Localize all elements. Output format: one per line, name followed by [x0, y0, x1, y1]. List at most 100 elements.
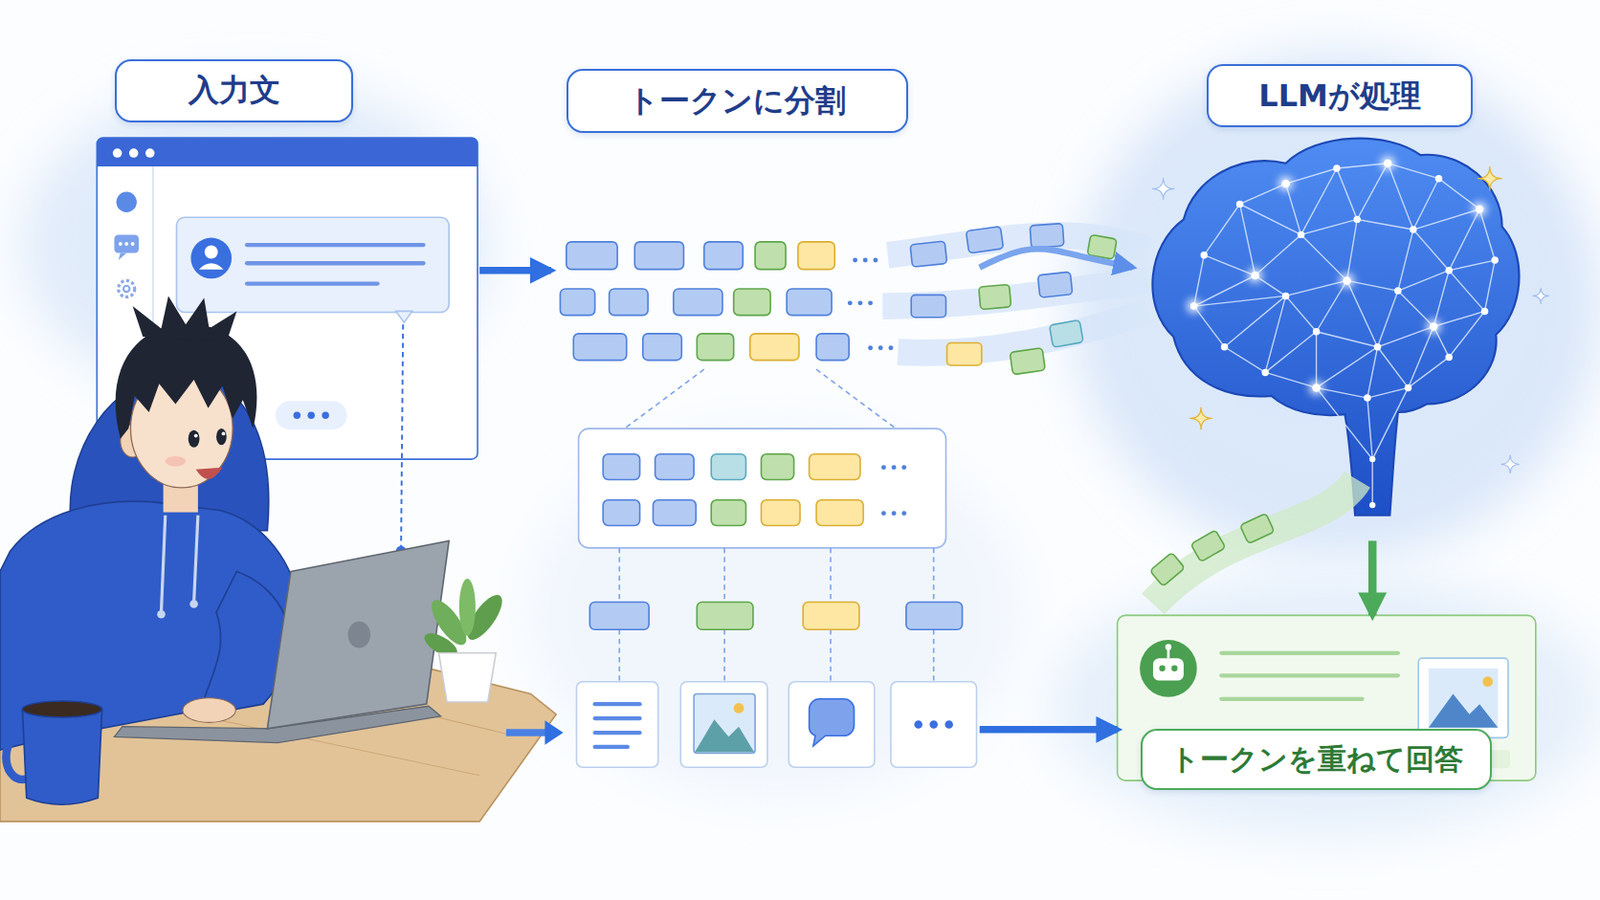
- token-stream: [1009, 348, 1045, 376]
- token-group: [578, 428, 963, 683]
- brain-network: [1435, 175, 1443, 182]
- token-group: [802, 601, 860, 630]
- token-group: [933, 548, 935, 603]
- browser-window: [307, 411, 314, 419]
- token-chip: [888, 345, 893, 351]
- token-chip: [816, 333, 849, 361]
- token-chip: [704, 242, 744, 270]
- brain-network: [1342, 276, 1352, 286]
- brain-network: [1190, 158, 1499, 509]
- browser-window: [246, 243, 423, 247]
- coffee-mug: [22, 709, 102, 805]
- answer-window: [1167, 649, 1171, 660]
- answer-window: [1221, 651, 1398, 656]
- pointer-arrow: [544, 720, 563, 746]
- browser-window: [321, 411, 329, 419]
- connector-bracket: [624, 369, 897, 429]
- brain-network: [1444, 354, 1452, 361]
- media-icon: [944, 720, 954, 730]
- media-icon: [788, 682, 875, 769]
- answer-window: [1428, 693, 1499, 728]
- answer-window: [1221, 673, 1398, 678]
- brain-network: [1262, 369, 1269, 377]
- token-group: [760, 454, 794, 481]
- brain-network: [1281, 179, 1290, 189]
- browser-window: [123, 286, 130, 292]
- token-chip: [696, 333, 734, 361]
- token-chip: [857, 300, 863, 306]
- potted-plant: [459, 578, 476, 637]
- token-group: [655, 454, 695, 481]
- token-stream: [1087, 234, 1117, 260]
- answer-window: [1221, 653, 1398, 700]
- token-group: [723, 629, 726, 682]
- output-stream: [1240, 513, 1275, 545]
- media-icon: [576, 682, 977, 769]
- brain-network: [1186, 155, 1488, 396]
- token-stream: [1029, 223, 1065, 249]
- brain-network: [1221, 343, 1228, 351]
- brain-network: [1369, 502, 1376, 509]
- flow-arrow: [1368, 540, 1378, 616]
- person: [222, 432, 226, 437]
- token-group: [711, 500, 746, 527]
- media-icon: [929, 720, 938, 730]
- media-icon: [595, 716, 641, 721]
- browser-window: [118, 242, 123, 246]
- laptop: [113, 540, 449, 743]
- browser-window: [246, 261, 423, 266]
- browser-window: [116, 192, 137, 213]
- brain-network: [1429, 322, 1439, 332]
- heading-label: トークンを重ねて回答: [1140, 729, 1492, 791]
- heading-label: トークンに分割: [566, 68, 909, 133]
- token-chip: [559, 288, 595, 316]
- brain-network: [1472, 201, 1488, 217]
- token-group: [589, 601, 649, 630]
- brain-network: [1278, 177, 1293, 192]
- browser-window: [190, 238, 232, 280]
- browser-window: [275, 400, 348, 430]
- media-icon: [595, 704, 641, 748]
- media-icon: [733, 703, 745, 714]
- potted-plant: [439, 653, 497, 703]
- brain-network: [1111, 91, 1552, 516]
- token-group: [618, 629, 621, 682]
- token-group: [933, 629, 935, 682]
- token-group: [760, 500, 800, 527]
- person: [216, 428, 227, 445]
- diagram-node: トークンを重ねて回答: [1117, 615, 1536, 781]
- token-chip: [559, 242, 893, 361]
- token-chip: [786, 288, 832, 316]
- brain-network: [1475, 204, 1485, 214]
- browser-window: [112, 148, 123, 158]
- brain-network: [1250, 271, 1260, 281]
- pointer-arrow: [506, 729, 548, 736]
- connector-bracket: [816, 369, 896, 429]
- token-stream: [965, 226, 1003, 254]
- person: [156, 610, 166, 620]
- person: [189, 600, 199, 609]
- token-chip: [847, 300, 853, 306]
- brain-network: [1394, 287, 1401, 294]
- brain-network: [1481, 308, 1489, 315]
- answer-window: [1165, 644, 1172, 650]
- browser-window: [145, 148, 156, 158]
- token-chip: [634, 242, 684, 270]
- token-chip: [733, 288, 771, 316]
- brain-network: [1333, 164, 1340, 172]
- watercolor-cloud: [530, 428, 1021, 797]
- browser-window: [118, 253, 128, 261]
- diagram-node: LLMが処理: [1133, 61, 1542, 541]
- token-chip: [863, 258, 868, 264]
- brain-network: [1190, 302, 1198, 310]
- token-group: [696, 601, 754, 630]
- browser-window: [96, 137, 478, 167]
- media-icon: [693, 693, 756, 754]
- token-chip: [673, 288, 723, 316]
- sparkle: [1477, 166, 1503, 192]
- sparkle: [1501, 455, 1520, 474]
- token-chip: [872, 258, 878, 264]
- token-group: [618, 548, 621, 603]
